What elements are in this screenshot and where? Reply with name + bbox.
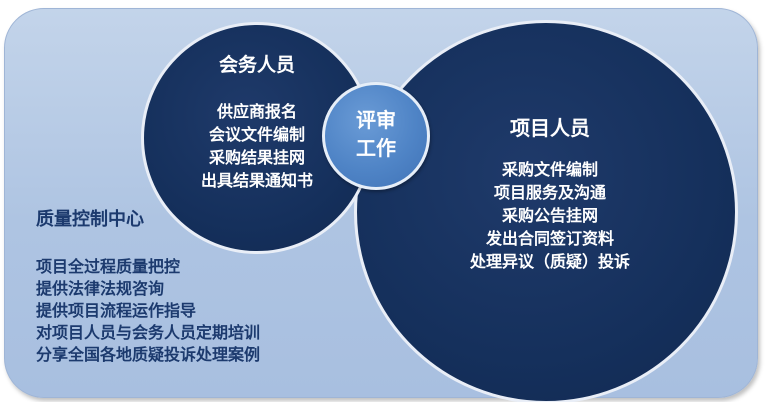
list-item: 出具结果通知书	[200, 171, 313, 190]
list-item: 对项目人员与会务人员定期培训	[36, 323, 261, 342]
review-work-line: 工作	[356, 136, 396, 160]
project-staff-circle	[354, 20, 738, 402]
list-item: 处理异议（质疑）投诉	[469, 252, 630, 271]
list-item: 提供法律法规咨询	[36, 279, 165, 298]
list-item: 分享全国各地质疑投诉处理案例	[36, 345, 261, 364]
list-item: 会议文件编制	[208, 125, 305, 144]
conference-staff-title: 会务人员	[218, 54, 295, 76]
project-staff-title: 项目人员	[510, 116, 590, 140]
quality-control-title: 质量控制中心	[36, 209, 144, 230]
project-staff-items: 采购文件编制 项目服务及沟通 采购公告挂网 发出合同签订资料 处理异议（质疑）投…	[420, 158, 680, 273]
review-work-circle	[322, 82, 430, 190]
list-item: 项目全过程质量把控	[36, 257, 181, 276]
quality-control-items: 项目全过程质量把控 提供法律法规咨询 提供项目流程运作指导 对项目人员与会务人员…	[36, 256, 260, 366]
list-item: 提供项目流程运作指导	[36, 301, 197, 320]
list-item: 发出合同签订资料	[485, 229, 614, 248]
review-work-line: 评审	[356, 108, 396, 132]
list-item: 采购公告挂网	[501, 206, 598, 225]
conference-staff-items: 供应商报名 会议文件编制 采购结果挂网 出具结果通知书	[141, 100, 373, 192]
list-item: 项目服务及沟通	[493, 183, 606, 202]
list-item: 采购文件编制	[501, 160, 598, 179]
list-item: 采购结果挂网	[208, 148, 305, 167]
review-work-label: 评审 工作	[322, 106, 430, 162]
list-item: 供应商报名	[216, 102, 297, 121]
